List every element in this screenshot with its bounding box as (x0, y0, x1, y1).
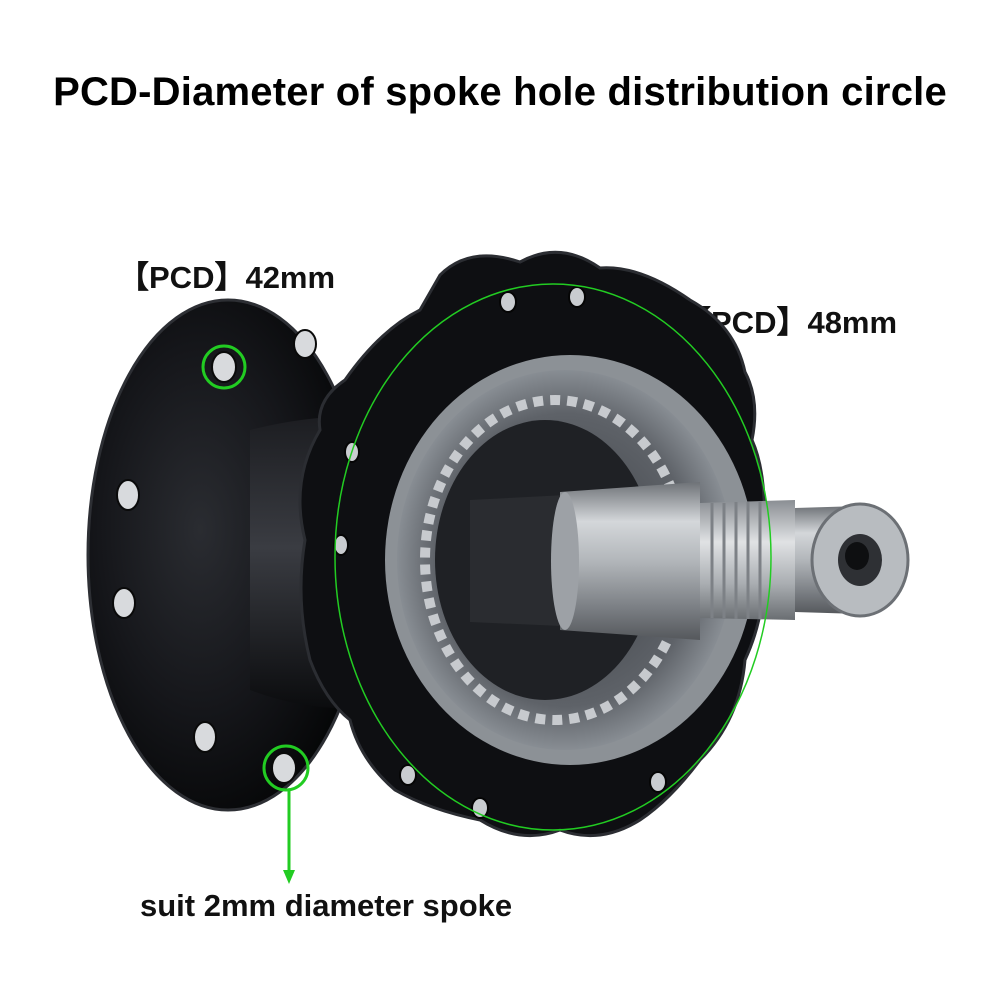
pcd-42-label: 【PCD】42mm (118, 260, 336, 295)
axle (470, 482, 910, 640)
right-flange-holes (333, 286, 667, 819)
pcd-48-circle (334, 283, 772, 831)
spoke-arrow-icon (283, 790, 295, 884)
spoke-note-label: suit 2mm diameter spoke (140, 888, 513, 923)
page-title: PCD-Diameter of spoke hole distribution … (53, 70, 947, 114)
hole-marker-bottom (262, 744, 310, 792)
hole-marker-top (201, 344, 247, 390)
